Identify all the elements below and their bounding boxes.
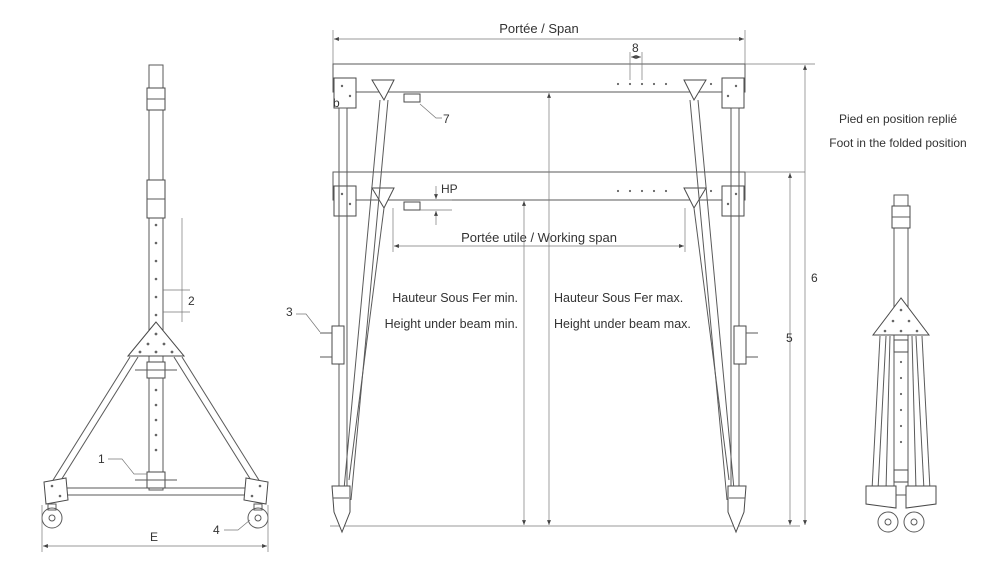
- callout-2: 2: [188, 294, 195, 308]
- clamp-lower-right: [683, 187, 707, 210]
- folded-gusset-plate: [871, 297, 931, 336]
- label-hp: HP: [441, 182, 458, 196]
- beam-upper-position: [332, 63, 746, 93]
- height-max-en: Height under beam max.: [554, 317, 691, 331]
- height-min-fr: Hauteur Sous Fer min.: [392, 291, 518, 305]
- beam-holes-upper: [616, 82, 713, 86]
- upright-right: [730, 107, 740, 487]
- bracket-right: [733, 325, 747, 365]
- upright-left: [338, 107, 348, 487]
- callout-4: 4: [213, 523, 220, 537]
- folded-wheel-right: [903, 511, 925, 533]
- callout-5: 5: [786, 331, 793, 345]
- side-leg-right: [181, 356, 263, 486]
- callout-7: 7: [443, 112, 450, 126]
- clamp-upper-right: [683, 79, 707, 102]
- folded-wheel-left: [877, 511, 899, 533]
- callout-3: 3: [286, 305, 293, 319]
- folded-leg-left: [871, 335, 881, 491]
- callout-8: 8: [632, 41, 639, 55]
- clamp-lower-left: [371, 187, 395, 210]
- foot-left: [331, 485, 351, 534]
- beam-holes-lower: [616, 189, 713, 193]
- side-adjustment-holes: [154, 223, 158, 452]
- folded-end-plate-right: [905, 485, 937, 509]
- foot-right: [727, 485, 747, 534]
- label-b: b: [333, 96, 340, 110]
- plate-upper-right: [721, 77, 745, 109]
- plate-lower-right: [721, 185, 745, 217]
- height-min-en: Height under beam min.: [385, 317, 518, 331]
- callout-6: 6: [811, 271, 818, 285]
- trolley-upper: [403, 93, 421, 103]
- trolley-lower: [403, 201, 421, 211]
- strut-left-outer: [342, 99, 381, 501]
- dimension-e-label: E: [150, 530, 158, 544]
- folded-end-plate-left: [865, 485, 897, 509]
- plate-lower-left: [333, 185, 357, 217]
- folded-view: Pied en position replié Foot in the fold…: [829, 112, 967, 533]
- working-span-label: Portée utile / Working span: [461, 230, 617, 245]
- folded-leg-right: [921, 335, 931, 491]
- callout-1: 1: [98, 452, 105, 466]
- side-bottom-bar: [61, 487, 253, 496]
- front-view: Portée / Span 8: [286, 21, 818, 534]
- span-label: Portée / Span: [499, 21, 579, 36]
- strut-right-outer: [689, 99, 728, 501]
- clamp-upper-left: [371, 79, 395, 102]
- side-end-plate-left: [43, 477, 69, 505]
- side-upright-post: [148, 64, 164, 491]
- side-leg-left: [49, 356, 131, 486]
- side-end-plate-right: [243, 477, 269, 505]
- beam-lower-position: [332, 171, 746, 201]
- folded-caption-en: Foot in the folded position: [829, 136, 966, 150]
- folded-caption-fr: Pied en position replié: [839, 112, 957, 126]
- side-wheel-left: [41, 507, 63, 529]
- side-wheel-right: [247, 507, 269, 529]
- side-view: 2 1 4 E: [41, 64, 269, 552]
- height-max-fr: Hauteur Sous Fer max.: [554, 291, 683, 305]
- side-gusset-plate: [126, 321, 186, 357]
- bracket-left: [331, 325, 345, 365]
